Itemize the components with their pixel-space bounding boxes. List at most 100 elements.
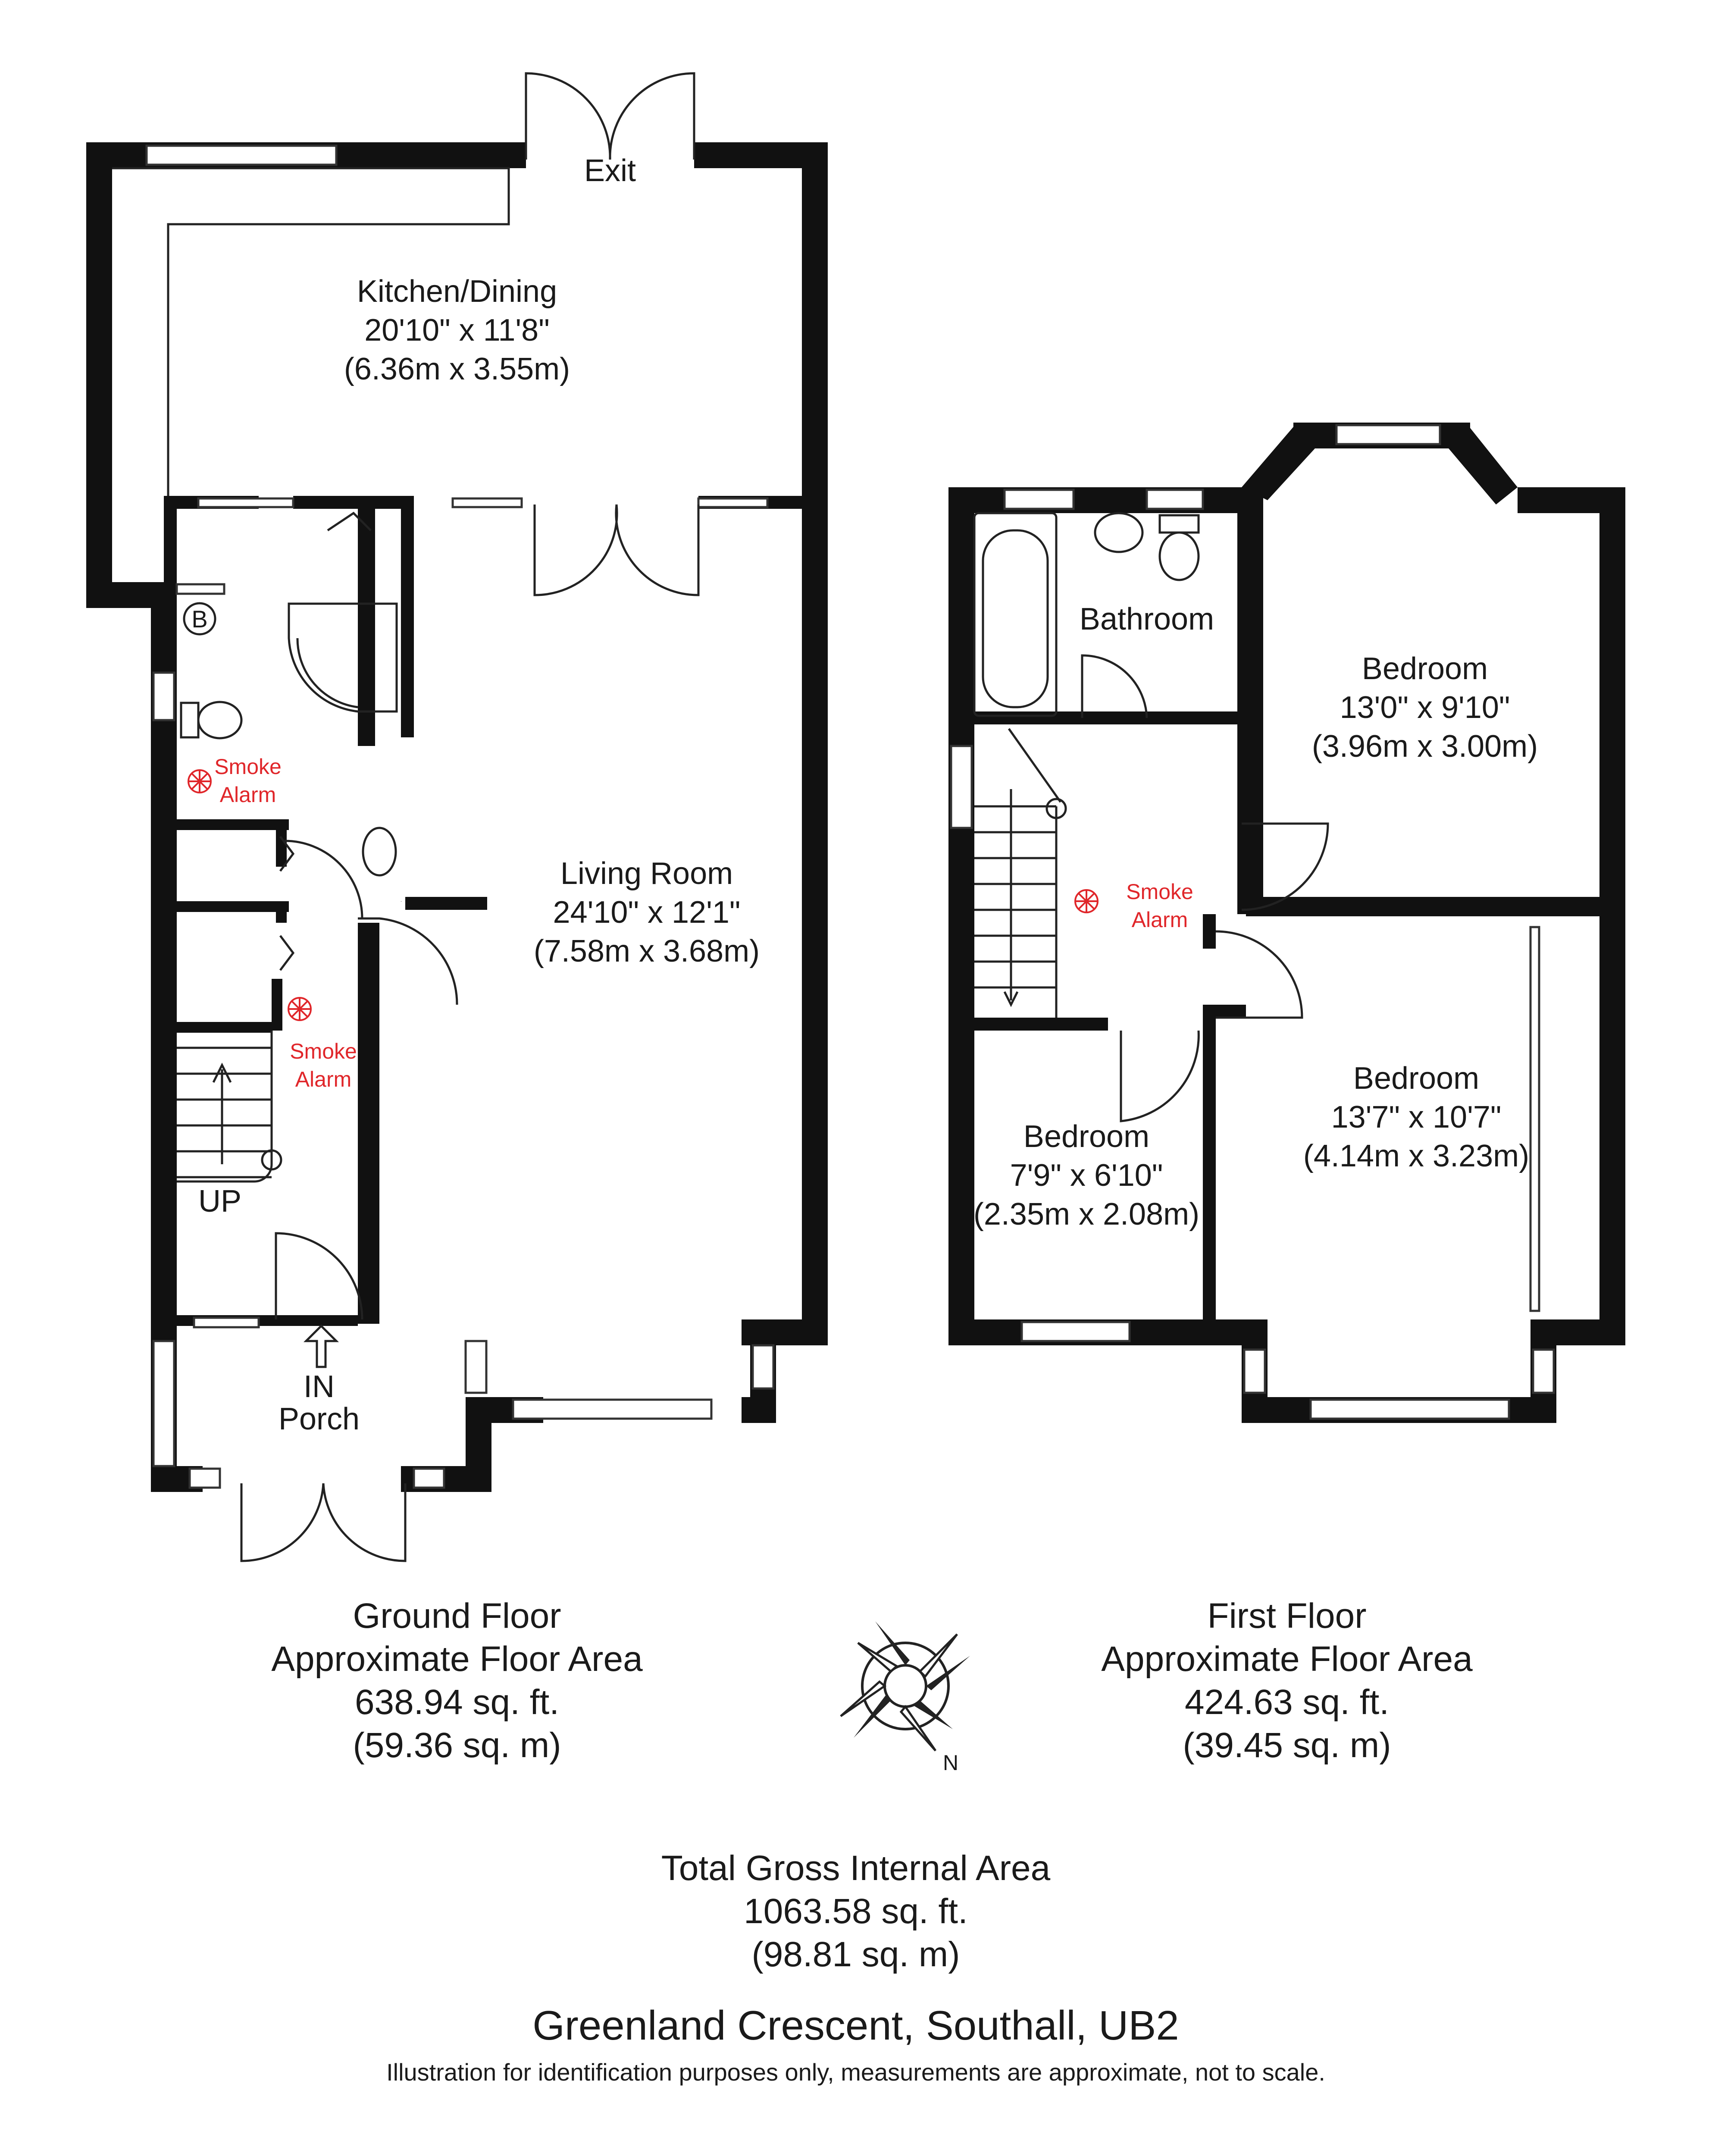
total-title: Total Gross Internal Area: [661, 1849, 1051, 1888]
window: [175, 583, 225, 595]
wall: [172, 819, 289, 830]
first-floor-sqm: (39.45 sq. m): [1183, 1726, 1391, 1765]
bedroom1-name: Bedroom: [1362, 652, 1488, 686]
bedroom1-metric: (3.96m x 3.00m): [1312, 729, 1538, 764]
window: [413, 1467, 445, 1489]
ground-floor-title: Ground Floor: [353, 1596, 561, 1636]
living-metric: (7.58m x 3.68m): [534, 934, 760, 968]
window: [152, 671, 175, 721]
wall: [1203, 1005, 1216, 1319]
ground-floor-caption: Ground Floor Approximate Floor Area 638.…: [271, 1596, 643, 1765]
window: [1309, 1398, 1510, 1420]
bedroom2-metric: (4.14m x 3.23m): [1303, 1139, 1529, 1173]
shower: [288, 602, 398, 713]
bedroom3-imperial: 7'9" x 6'10": [1010, 1158, 1163, 1193]
door: [275, 1232, 363, 1320]
bedroom1-imperial: 13'0" x 9'10": [1340, 690, 1510, 725]
bifold-door: [279, 935, 295, 971]
window: [697, 497, 769, 508]
ground-floor-sqft: 638.94 sq. ft.: [355, 1683, 559, 1722]
disclaimer: Illustration for identification purposes…: [386, 2059, 1325, 2086]
bathroom-name: Bathroom: [1080, 602, 1214, 636]
wall: [1142, 711, 1246, 724]
first-floor-caption: First Floor Approximate Floor Area 424.6…: [1101, 1596, 1473, 1765]
wall: [172, 901, 289, 912]
wall: [948, 487, 974, 1345]
window: [1335, 424, 1441, 445]
smoke-alarm-label: Smoke: [290, 1039, 357, 1063]
smoke-alarm-icon: [188, 769, 212, 793]
window: [451, 497, 523, 508]
bifold-door: [279, 836, 295, 872]
compass-icon: [840, 1621, 970, 1752]
wall: [164, 496, 177, 595]
window: [145, 144, 338, 166]
basin: [1094, 512, 1144, 553]
bedroom3-name: Bedroom: [1023, 1119, 1149, 1154]
window: [1532, 1348, 1555, 1394]
window: [152, 1340, 175, 1467]
living-imperial: 24'10" x 12'1": [553, 895, 741, 930]
window: [197, 497, 294, 508]
wall: [1203, 914, 1216, 949]
wall: [966, 1018, 1108, 1031]
basin: [362, 827, 397, 877]
kitchen-imperial: 20'10" x 11'8": [364, 313, 550, 348]
bath: [973, 512, 1058, 717]
wall: [742, 1319, 828, 1345]
wall: [1246, 897, 1604, 916]
total-sqft: 1063.58 sq. ft.: [744, 1892, 968, 1931]
wardrobe-doors: [1529, 926, 1540, 1312]
shower-screen: [296, 638, 358, 708]
kitchen-name: Kitchen/Dining: [357, 274, 557, 309]
smoke-alarm-label: Alarm: [220, 783, 276, 807]
boiler-label: B: [191, 605, 207, 633]
porch-doors: [240, 1483, 407, 1562]
bath-inner: [982, 529, 1049, 708]
smoke-alarm-label: Smoke: [1126, 880, 1193, 904]
wall: [405, 897, 487, 910]
ground-floor-stairs: [177, 1031, 282, 1183]
bedroom3-metric: (2.35m x 2.08m): [973, 1197, 1199, 1232]
toilet-cistern: [180, 702, 200, 739]
window: [950, 745, 973, 829]
first-floor-stairs: [974, 728, 1067, 1018]
wall: [276, 901, 287, 923]
smoke-alarm-icon: [1074, 889, 1099, 913]
wall: [802, 142, 828, 1345]
north-label: N: [943, 1751, 958, 1775]
door: [358, 917, 458, 1005]
toilet-cistern: [1158, 514, 1200, 534]
wall: [1518, 487, 1625, 513]
window: [1003, 489, 1075, 510]
wall: [272, 979, 282, 1031]
kitchen-living-doors: [533, 504, 700, 596]
in-arrow-icon: [303, 1324, 339, 1368]
boiler: [183, 602, 216, 636]
exit-doors: [525, 72, 695, 160]
smoke-alarm-label: Alarm: [1132, 908, 1188, 932]
door: [1215, 930, 1303, 1019]
window: [464, 1340, 488, 1394]
kitchen-metric: (6.36m x 3.55m): [344, 352, 570, 386]
wall: [966, 711, 1142, 724]
window: [188, 1467, 221, 1489]
smoke-alarm-icon: [288, 997, 312, 1021]
porch-name: Porch: [279, 1402, 360, 1436]
in-label: IN: [304, 1369, 335, 1404]
window: [193, 1316, 260, 1329]
door: [1120, 1030, 1200, 1122]
living-name: Living Room: [560, 856, 733, 891]
stair-arrow: [212, 1062, 232, 1164]
first-floor-title: First Floor: [1208, 1596, 1367, 1636]
ground-floor-plan: Exit Kitchen/Dining 20'10" x 11'8" (6.36…: [86, 72, 828, 1562]
bedroom2-name: Bedroom: [1353, 1061, 1479, 1096]
wall: [358, 923, 379, 1324]
total-area-caption: Total Gross Internal Area 1063.58 sq. ft…: [661, 1849, 1051, 1974]
bifold-door: [327, 511, 372, 532]
wall: [172, 1022, 272, 1033]
door: [1241, 822, 1329, 911]
first-floor-plan: Bathroom Bedroom 13'0" x 9'10" (3.96m x …: [948, 423, 1625, 1423]
door: [284, 840, 363, 919]
